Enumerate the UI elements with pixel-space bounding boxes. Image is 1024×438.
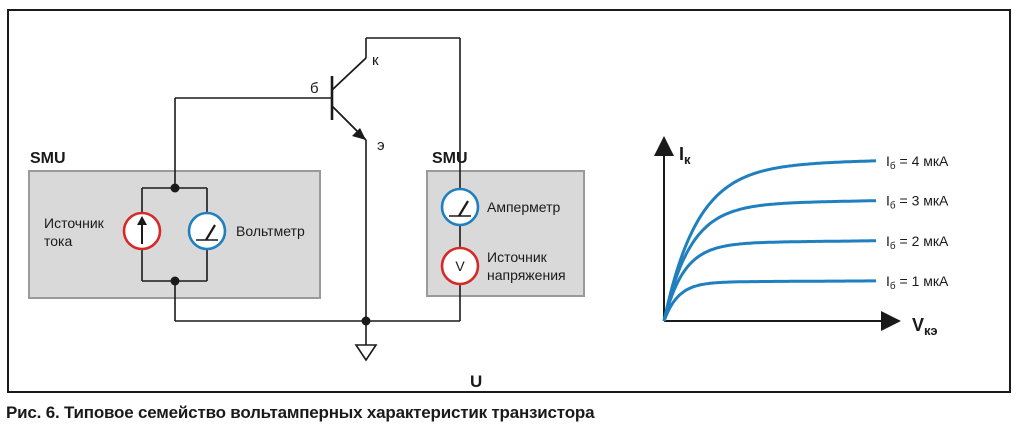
curve-label: Iб = 2 мкА [886,233,949,252]
ammeter-icon [440,187,480,227]
x-axis-label: Vкэ [912,315,938,338]
voltmeter [187,211,227,251]
curve-label: Iб = 3 мкА [886,193,949,212]
gauge-needle-icon [205,224,216,241]
curves [662,159,877,322]
figure-frame [7,9,1011,393]
junction-dots [170,183,371,326]
voltage-source-icon [440,246,480,286]
transistor [330,57,367,141]
voltmeter-label: Вольтметр [236,223,305,239]
current-source-label-line1: Источник [44,215,105,231]
right-smu-title: SMU [432,150,468,167]
junction-dot [361,316,371,326]
y-axis-label: Iк [679,144,691,167]
voltage-source-label-line2: напряжения [487,267,566,283]
ground-icon [354,344,378,362]
voltage-source: V [440,246,480,286]
arrow-up-icon [137,216,147,225]
figure-caption: Рис. 6. Типовое семейство вольтамперных … [6,403,595,422]
ammeter [440,187,480,227]
voltmeter-icon [187,211,227,251]
junction-dot [170,276,180,286]
current-source-label-line2: тока [44,233,72,249]
current-source [122,211,162,251]
voltage-source-symbol: V [455,258,465,274]
transistor-collector-lead [331,57,367,91]
curve-labels: Iб = 4 мкА Iб = 3 мкА Iб = 2 мкА Iб = 1 мкА [886,153,949,292]
curve-line [662,159,877,322]
emitter-label: э [377,137,385,154]
curve-label: Iб = 1 мкА [886,273,949,292]
ammeter-label: Амперметр [487,199,560,215]
collector-label: к [372,52,379,69]
ground-label: U [470,372,482,391]
emitter-arrow-icon [352,128,366,140]
gauge-needle-icon [458,200,469,217]
curve-line [662,199,876,322]
junction-dot [170,183,180,193]
curve-line [662,239,876,322]
left-smu-title: SMU [30,150,66,167]
curve-label: Iб = 4 мкА [886,153,949,172]
curve-line [662,279,876,322]
voltage-source-label-line1: Источник [487,249,548,265]
base-label: б [310,80,319,97]
